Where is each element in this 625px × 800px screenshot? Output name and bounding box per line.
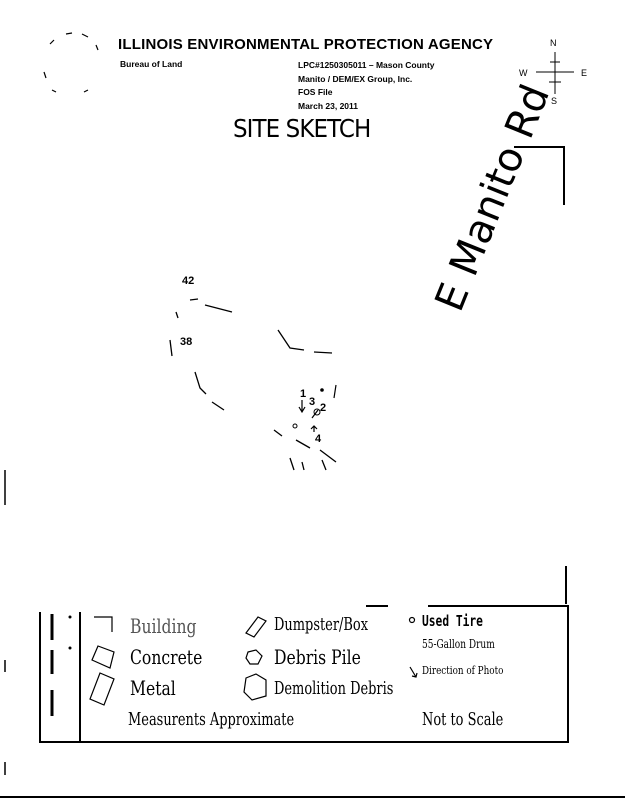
file-type: FOS File <box>298 87 333 97</box>
legend-debris-pile: Debris Pile <box>274 645 361 669</box>
photo-label-38: 38 <box>180 336 193 348</box>
site-info: LPC#1250305011 – Mason County Manito / D… <box>298 59 435 113</box>
legend-concrete: Concrete <box>130 645 203 669</box>
legend-used-tire: Used Tire <box>422 612 483 630</box>
used-tire-symbol-icon <box>408 616 416 624</box>
metal-symbol-icon <box>89 672 115 706</box>
site-name: Manito / DEM/EX Group, Inc. <box>298 73 413 84</box>
legend-metal: Metal <box>130 676 176 700</box>
photo-label-3: 3 <box>309 396 316 408</box>
photo-label-2: 2 <box>320 402 327 414</box>
compass-e: E <box>581 68 588 78</box>
agency-name: ILLINOIS ENVIRONMENTAL PROTECTION AGENCY <box>118 36 494 53</box>
page-title: SITE SKETCH <box>233 114 371 143</box>
building-symbol-icon <box>94 616 113 632</box>
lpc-number: LPC#1250305011 – Mason County <box>298 60 435 70</box>
site-outline-fragments <box>169 298 337 471</box>
photo-label-42: 42 <box>182 275 195 287</box>
concrete-symbol-icon <box>91 645 115 669</box>
compass-n: N <box>550 38 557 48</box>
bureau-label: Bureau of Land <box>120 59 183 69</box>
photo-label-1: 1 <box>300 388 307 400</box>
road-boundary-line <box>514 146 565 205</box>
legend-building: Building <box>130 614 197 638</box>
legend-dumpster: Dumpster/Box <box>274 614 369 635</box>
compass-rose-icon <box>536 52 574 94</box>
inspection-date: March 23, 2011 <box>298 100 359 111</box>
legend-scale: Not to Scale <box>422 709 504 730</box>
legend-drum: 55-Gallon Drum <box>422 637 495 651</box>
compass-w: W <box>519 68 528 78</box>
legend-demolition-debris: Demolition Debris <box>274 678 394 699</box>
legend-direction: Direction of Photo <box>422 664 504 677</box>
agency-seal <box>43 32 99 93</box>
legend-measurements: Measurents Approximate <box>128 709 295 730</box>
demolition-debris-symbol-icon <box>243 673 267 701</box>
debris-pile-symbol-icon <box>245 649 263 665</box>
photo-label-4: 4 <box>315 433 322 445</box>
compass-s: S <box>551 96 558 106</box>
dumpster-symbol-icon <box>245 616 267 638</box>
direction-arrow-icon <box>409 666 418 678</box>
